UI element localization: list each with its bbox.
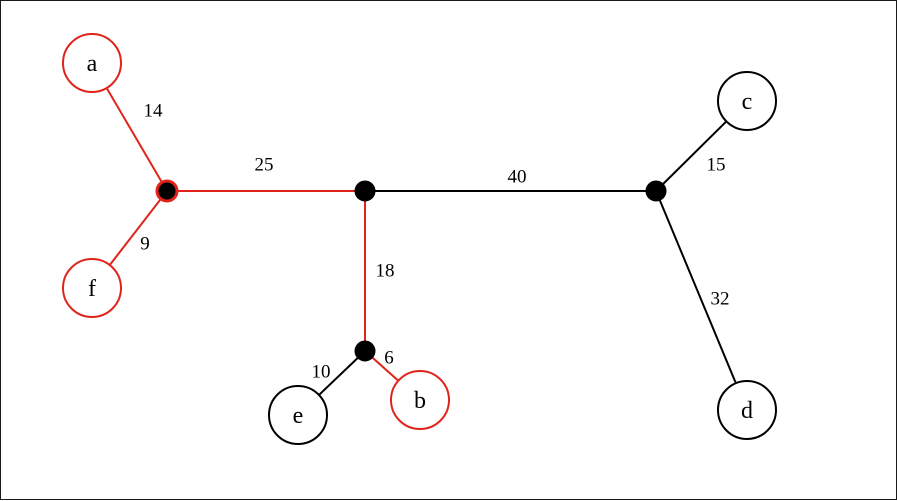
internal-node-dot-u1 [155,179,179,203]
leaf-node-c: c [717,71,777,131]
node-label-d: d [741,398,753,424]
leaf-node-e: e [268,385,328,445]
node-label-f: f [88,276,96,302]
edge-labels-layer: 14 9 25 18 6 10 40 15 32 [140,101,729,383]
internal-node-u1 [155,179,179,203]
internal-node-u4 [354,340,376,362]
edge-weight-label-u4-b: 6 [384,348,394,369]
leaf-node-b: b [390,370,450,430]
node-label-e: e [293,403,304,429]
leaf-node-d: d [717,380,777,440]
edge-weight-label-u1-u2: 25 [255,155,274,176]
nodes-layer: a f b e c d [62,33,777,445]
leaf-node-circle-b [390,370,450,430]
internal-node-u2 [354,180,376,202]
internal-node-dot-u2 [354,180,376,202]
leaf-node-circle-d [717,380,777,440]
node-label-b: b [414,388,426,414]
leaf-node-f: f [62,258,122,318]
edge-weight-label-u3-d: 32 [711,289,730,310]
edge-weight-label-f-u1: 9 [140,234,150,255]
edges-layer [91,62,748,416]
internal-node-u3 [645,180,667,202]
edge-weight-label-u2-u3: 40 [508,167,527,188]
leaf-node-circle-e [268,385,328,445]
node-label-a: a [87,51,98,77]
edge-weight-label-u2-u4: 18 [376,261,395,282]
leaf-node-circle-f [62,258,122,318]
node-label-c: c [742,89,753,115]
leaf-node-a: a [62,33,122,93]
edge-weight-label-u4-e: 10 [312,362,331,383]
edge-weight-label-a-u1: 14 [144,101,164,122]
edge-u3-d [655,190,748,411]
leaf-node-circle-c [717,71,777,131]
internal-node-dot-u4 [354,340,376,362]
internal-node-dot-u3 [645,180,667,202]
leaf-node-circle-a [62,33,122,93]
edge-weight-label-u3-c: 15 [707,155,726,176]
